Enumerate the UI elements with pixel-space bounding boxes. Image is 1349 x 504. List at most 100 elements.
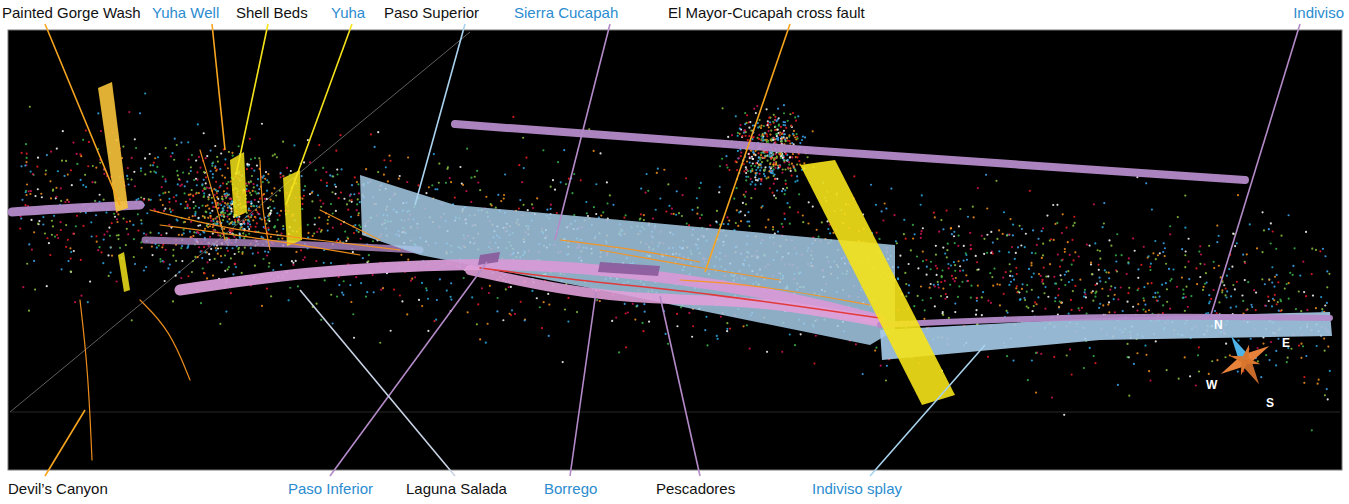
hypocenter-dot [1108, 301, 1110, 303]
hypocenter-dot [1242, 300, 1244, 302]
hypocenter-dot [1067, 241, 1069, 243]
hypocenter-dot [51, 220, 53, 222]
hypocenter-dot [981, 235, 983, 237]
hypocenter-dot [1008, 284, 1010, 286]
hypocenter-dot [50, 197, 52, 199]
hypocenter-dot [878, 238, 880, 240]
hypocenter-dot [640, 213, 642, 215]
hypocenter-dot [217, 221, 219, 223]
hypocenter-dot [374, 146, 376, 148]
hypocenter-dot [55, 196, 57, 198]
hypocenter-dot [1069, 348, 1071, 350]
hypocenter-dot [250, 180, 252, 182]
hypocenter-dot [351, 199, 353, 201]
hypocenter-dot [970, 244, 972, 246]
hypocenter-dot [705, 316, 707, 318]
hypocenter-dot [1302, 345, 1304, 347]
hypocenter-dot [749, 347, 751, 349]
hypocenter-dot [514, 313, 516, 315]
hypocenter-dot [176, 170, 178, 172]
hypocenter-dot [211, 165, 213, 167]
hypocenter-dot [1187, 260, 1189, 262]
hypocenter-dot [1178, 378, 1180, 380]
hypocenter-dot [253, 183, 255, 185]
hypocenter-dot [1142, 297, 1144, 299]
hypocenter-dot [156, 166, 158, 168]
hypocenter-dot [143, 232, 145, 234]
hypocenter-dot [335, 210, 337, 212]
hypocenter-dot [350, 216, 352, 218]
hypocenter-dot [1326, 286, 1328, 288]
hypocenter-dot [953, 235, 955, 237]
hypocenter-dot [1035, 303, 1037, 305]
hypocenter-dot [1102, 226, 1104, 228]
hypocenter-dot [1090, 262, 1092, 264]
hypocenter-dot [562, 361, 564, 363]
hypocenter-dot [1090, 292, 1092, 294]
hypocenter-dot [1213, 267, 1215, 269]
hypocenter-dot [1264, 305, 1266, 307]
hypocenter-dot [360, 282, 362, 284]
hypocenter-dot [262, 258, 264, 260]
hypocenter-dot [100, 251, 102, 253]
hypocenter-dot [57, 170, 59, 172]
hypocenter-dot [148, 199, 150, 201]
hypocenter-dot [368, 254, 370, 256]
hypocenter-dot [71, 184, 73, 186]
hypocenter-dot [338, 197, 340, 199]
hypocenter-dot [1218, 265, 1220, 267]
hypocenter-dot [144, 157, 146, 159]
hypocenter-dot [125, 244, 127, 246]
hypocenter-dot [1091, 273, 1093, 275]
hypocenter-dot [573, 173, 575, 175]
hypocenter-dot [1032, 310, 1034, 312]
hypocenter-dot [636, 305, 638, 307]
hypocenter-dot [1083, 367, 1085, 369]
hypocenter-dot [567, 320, 569, 322]
hypocenter-dot [789, 223, 791, 225]
hypocenter-dot [612, 204, 614, 206]
hypocenter-dot [817, 236, 819, 238]
hypocenter-dot [922, 260, 924, 262]
hypocenter-dot [436, 299, 438, 301]
hypocenter-dot [1241, 294, 1243, 296]
hypocenter-dot [975, 255, 977, 257]
hypocenter-dot [508, 286, 510, 288]
hypocenter-dot [1083, 295, 1085, 297]
hypocenter-dot [1071, 279, 1073, 281]
hypocenter-dot [657, 168, 659, 170]
hypocenter-dot [1299, 275, 1301, 277]
hypocenter-dot [102, 262, 104, 264]
hypocenter-dot [1057, 253, 1059, 255]
hypocenter-dot [37, 223, 39, 225]
hypocenter-dot [434, 188, 436, 190]
hypocenter-dot [930, 261, 932, 263]
hypocenter-dot [37, 157, 39, 159]
hypocenter-dot [68, 201, 70, 203]
hypocenter-dot [1052, 204, 1054, 206]
hypocenter-dot [1198, 250, 1200, 252]
hypocenter-dot [876, 232, 878, 234]
hypocenter-dot [110, 246, 112, 248]
hypocenter-dot [855, 343, 857, 345]
hypocenter-dot [512, 116, 514, 118]
hypocenter-dot [449, 296, 451, 298]
hypocenter-dot [326, 182, 328, 184]
hypocenter-dot [1324, 394, 1326, 396]
hypocenter-dot [1184, 254, 1186, 256]
hypocenter-dot [224, 254, 226, 256]
hypocenter-dot [36, 166, 38, 168]
hypocenter-dot [1276, 303, 1278, 305]
hypocenter-dot [1277, 301, 1279, 303]
hypocenter-dot [268, 262, 270, 264]
hypocenter-dot [29, 193, 31, 195]
hypocenter-dot [554, 189, 556, 191]
hypocenter-dot [203, 132, 205, 134]
hypocenter-dot [1115, 260, 1117, 262]
hypocenter-dot [1099, 303, 1101, 305]
hypocenter-dot [1265, 305, 1267, 307]
hypocenter-dot [132, 224, 134, 226]
hypocenter-dot [180, 247, 182, 249]
hypocenter-dot [261, 123, 263, 125]
